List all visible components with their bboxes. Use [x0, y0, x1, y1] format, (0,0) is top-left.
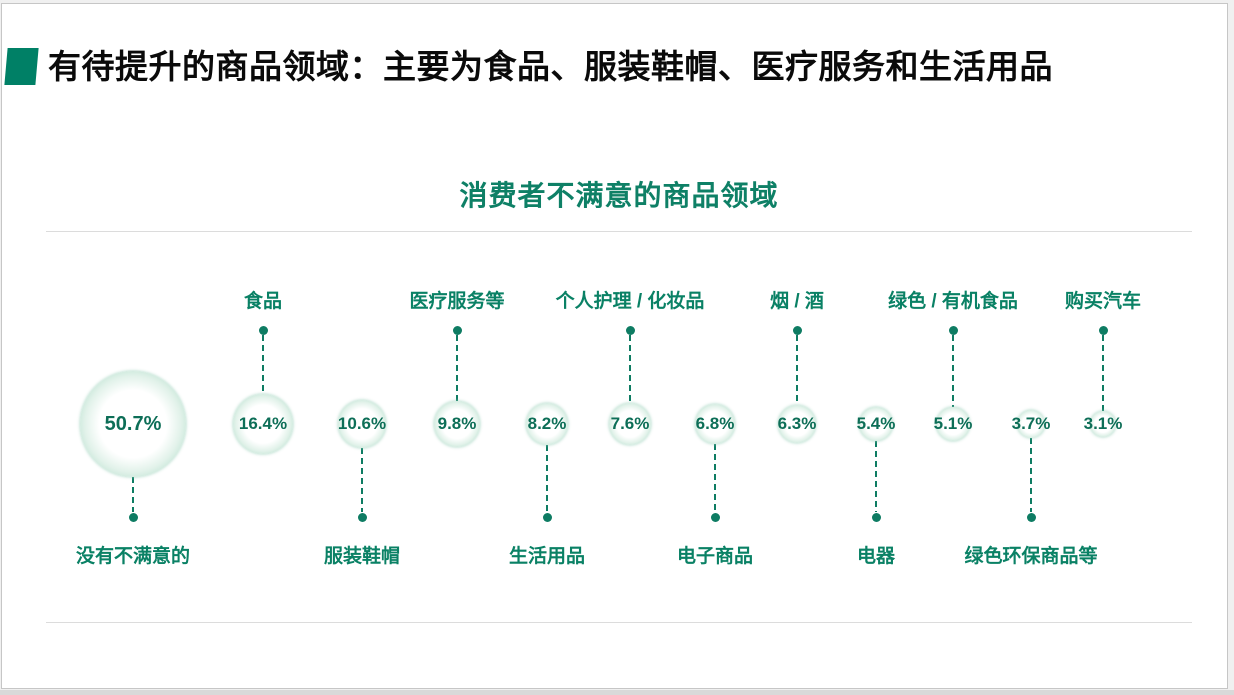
- bubble: 7.6%: [609, 403, 651, 445]
- bubble: 6.3%: [778, 405, 816, 443]
- bubble-value: 10.6%: [337, 414, 387, 433]
- bubble-label: 个人护理 / 化妆品: [555, 291, 705, 312]
- bubble-value: 6.8%: [695, 414, 735, 433]
- connector-line: [361, 448, 363, 512]
- connector-dot: [948, 325, 958, 335]
- connector-dot: [1098, 325, 1108, 335]
- bubble: 8.2%: [526, 403, 568, 445]
- connector-dot: [1026, 512, 1036, 522]
- bubble-label: 生活用品: [508, 546, 586, 567]
- bubble-label: 医疗服务等: [409, 291, 505, 312]
- bubble: 3.7%: [1012, 410, 1050, 438]
- connector-line: [875, 441, 877, 512]
- bubble-value: 50.7%: [104, 412, 162, 435]
- bubble-label: 绿色 / 有机食品: [888, 291, 1018, 312]
- bubble-value: 7.6%: [610, 414, 650, 433]
- bubble-label: 没有不满意的: [75, 546, 191, 567]
- bubble-value: 9.8%: [437, 414, 477, 433]
- connector-dot: [625, 325, 635, 335]
- connector-dot: [258, 325, 268, 335]
- connector-line: [546, 445, 548, 512]
- connector-line: [796, 335, 798, 405]
- slide-title: 有待提升的商品领域：主要为食品、服装鞋帽、医疗服务和生活用品: [48, 48, 1053, 85]
- connector-dot: [792, 325, 802, 335]
- connector-line: [262, 335, 264, 394]
- bubble-value: 6.3%: [777, 414, 817, 433]
- bubble: 9.8%: [434, 401, 480, 447]
- bubble-value: 5.4%: [856, 414, 896, 433]
- bubble: 50.7%: [80, 371, 186, 477]
- bubble: 6.8%: [695, 404, 735, 444]
- bubble-label: 电器: [856, 546, 896, 567]
- bubble: 10.6%: [338, 400, 386, 448]
- bottom-gutter: [0, 690, 1234, 695]
- bubble-value: 16.4%: [238, 414, 288, 433]
- bubble: 16.4%: [233, 394, 293, 454]
- bubble-label: 烟 / 酒: [770, 291, 824, 312]
- divider-top: [46, 231, 1192, 232]
- bubble: 5.1%: [933, 407, 973, 441]
- connector-dot: [542, 512, 552, 522]
- connector-line: [132, 477, 134, 512]
- bubble-value: 8.2%: [527, 414, 567, 433]
- bubble-label: 绿色环保商品等: [964, 546, 1098, 567]
- connector-line: [1102, 335, 1104, 411]
- bubble-value: 3.1%: [1083, 414, 1123, 433]
- connector-line: [629, 335, 631, 403]
- slide: 有待提升的商品领域：主要为食品、服装鞋帽、医疗服务和生活用品 消费者不满意的商品…: [1, 3, 1228, 689]
- bubble-label: 服装鞋帽: [323, 546, 401, 567]
- bubble-label: 电子商品: [676, 546, 754, 567]
- connector-line: [1030, 438, 1032, 512]
- bubble: 5.4%: [856, 407, 896, 441]
- bubble-value: 3.7%: [1011, 414, 1051, 433]
- connector-dot: [710, 512, 720, 522]
- connector-line: [714, 444, 716, 512]
- bubble-label: 购买汽车: [1064, 291, 1142, 312]
- connector-dot: [128, 512, 138, 522]
- connector-dot: [357, 512, 367, 522]
- connector-dot: [871, 512, 881, 522]
- connector-dot: [452, 325, 462, 335]
- connector-line: [952, 335, 954, 407]
- chart-title: 消费者不满意的商品领域: [459, 180, 779, 211]
- divider-bottom: [46, 622, 1192, 623]
- bubble: 3.1%: [1084, 411, 1122, 437]
- bubble-value: 5.1%: [933, 414, 973, 433]
- bubble-label: 食品: [243, 291, 283, 312]
- connector-line: [456, 335, 458, 401]
